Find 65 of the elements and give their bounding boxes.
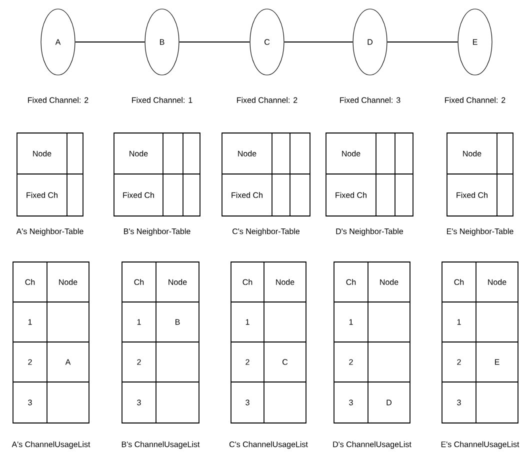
header-text: Node <box>238 150 256 156</box>
cell-value: 2 <box>457 359 461 365</box>
table-caption: D's ChannelUsageList <box>333 441 412 449</box>
cell-value: E <box>495 359 500 365</box>
cell-value: 1 <box>349 319 353 325</box>
header-text: Fixed Ch <box>123 192 154 198</box>
channel-table <box>122 262 200 424</box>
cell-value: 2 <box>28 359 32 365</box>
cell-value: 1 <box>457 319 461 325</box>
table-caption: C's ChannelUsageList <box>229 441 308 449</box>
table-caption: C's Neighbor-Table <box>232 228 300 236</box>
table-caption: A's ChannelUsageList <box>12 441 90 449</box>
channel-label: Fixed Channel: 1 <box>132 97 192 103</box>
header-text: Fixed Ch <box>336 192 366 198</box>
header-text: Fixed Ch <box>26 192 58 198</box>
cell-value: 2 <box>137 359 141 365</box>
table-caption: B's ChannelUsageList <box>122 441 200 449</box>
header-text: Node <box>130 150 148 156</box>
header-text: Node <box>276 279 294 285</box>
cell-value: 2 <box>349 359 353 365</box>
cell-value: A <box>65 359 71 365</box>
channel-table <box>442 262 518 424</box>
header-text: Node <box>488 279 506 285</box>
header-text: Fixed Ch <box>456 192 488 198</box>
neighbor-table <box>222 132 310 216</box>
cell-value: 2 <box>246 359 250 365</box>
cell-value: 3 <box>246 400 250 406</box>
table-caption: E's ChannelUsageList <box>441 441 520 449</box>
cell-value: 3 <box>457 400 461 406</box>
header-text: Ch <box>25 279 35 285</box>
channel-table <box>334 262 410 424</box>
header-text: Ch <box>346 279 356 285</box>
cell-value: 1 <box>246 319 250 325</box>
table-caption: E's Neighbor-Table <box>447 228 514 236</box>
channel-label: Fixed Channel: 2 <box>28 97 88 103</box>
header-text: Node <box>463 150 482 156</box>
cell-value: 3 <box>28 400 32 406</box>
table-caption: B's Neighbor-Table <box>124 228 190 236</box>
cell-value: 1 <box>137 319 141 325</box>
header-text: Fixed Ch <box>232 192 262 198</box>
channel-table <box>230 262 306 424</box>
neighbor-table <box>446 132 514 216</box>
header-text: Ch <box>454 279 464 285</box>
neighbor-table <box>16 132 84 216</box>
header-text: Node <box>342 150 360 156</box>
header-text: Ch <box>134 279 144 285</box>
table-caption: A's Neighbor-Table <box>16 228 84 236</box>
header-text: Node <box>168 279 187 285</box>
channel-label: Fixed Channel: 3 <box>340 97 400 103</box>
table-caption: D's Neighbor-Table <box>336 228 404 236</box>
header-text: Node <box>380 279 398 285</box>
header-text: Node <box>33 150 52 156</box>
header-text: Node <box>59 279 78 285</box>
cell-value: B <box>176 319 180 325</box>
cell-value: 1 <box>28 319 32 325</box>
channel-label: Fixed Channel: 2 <box>445 97 506 103</box>
cell-value: D <box>386 400 392 406</box>
neighbor-table <box>114 132 200 216</box>
cell-value: 3 <box>349 400 353 406</box>
channel-label: Fixed Channel: 2 <box>237 97 298 103</box>
cell-value: C <box>282 359 288 365</box>
neighbor-table <box>326 132 414 216</box>
header-text: Ch <box>242 279 252 285</box>
channel-table <box>12 262 90 424</box>
cell-value: 3 <box>137 400 141 406</box>
